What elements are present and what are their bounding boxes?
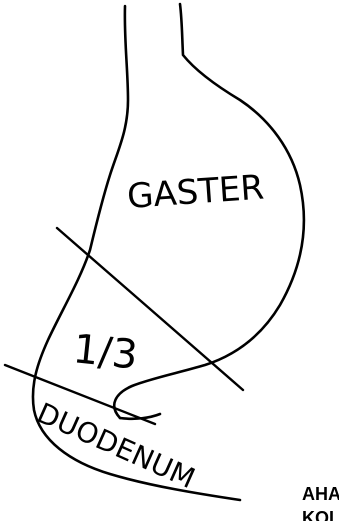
caption-line-2: KOL <box>302 508 339 521</box>
stomach-label: GASTER <box>126 168 266 217</box>
cut-lines <box>5 228 243 424</box>
fraction-label: 1/3 <box>71 326 140 378</box>
caption-line-1: AHA <box>302 484 339 504</box>
